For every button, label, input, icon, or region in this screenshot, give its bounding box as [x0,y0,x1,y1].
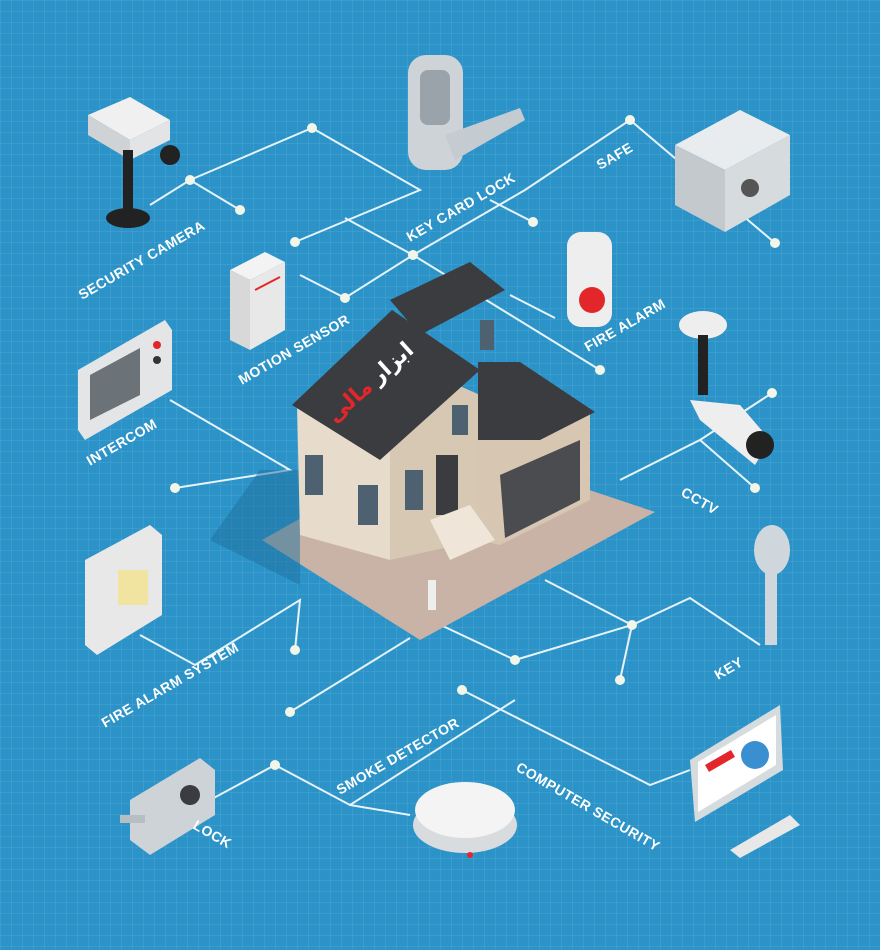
cctv-icon [679,311,774,465]
label-computer-security: COMPUTER SECURITY [514,759,664,855]
intercom-icon [78,320,172,440]
fire-alarm-icon [567,232,612,327]
lock-icon [120,758,215,855]
label-key: KEY [712,654,746,683]
label-lock: LOCK [191,817,235,852]
label-fire-alarm-system: FIRE ALARM SYSTEM [99,639,242,731]
fire-alarm-system-icon [85,525,162,655]
house-illustration: ابزار مالی [210,262,655,640]
motion-sensor-icon [230,252,285,350]
computer-security-icon [690,705,800,858]
smoke-detector-icon [413,782,517,858]
connector-lines [139,118,776,816]
key-icon [754,525,790,645]
label-key-card-lock: KEY CARD LOCK [404,169,518,244]
key-card-lock-icon [408,55,525,170]
label-security-camera: SECURITY CAMERA [76,217,208,303]
label-safe: SAFE [594,139,636,173]
safe-icon [675,110,790,232]
label-cctv: CCTV [679,484,722,518]
connector-dots [170,115,780,770]
security-camera-icon [88,97,180,228]
